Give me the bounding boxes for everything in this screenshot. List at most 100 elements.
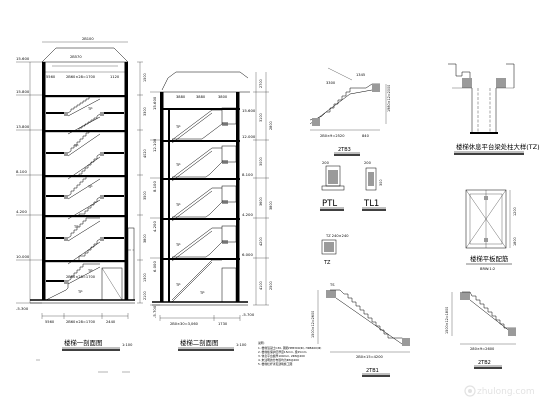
dim-label: 2B0×9=2520 [320,134,345,138]
elevation-label: 13.800 [16,124,30,129]
zhulong-logo-icon [464,385,476,397]
bottom-dim: 5560 [45,320,55,324]
elevation-label: -5.300 [16,306,29,311]
vertical-dim: 3500 [143,191,147,200]
detail-label: TL1 [363,199,379,209]
detail-title: 楼梯休息平台梁处柱大样(TZ) [456,142,540,151]
stair-label: TP [87,185,93,189]
top-dim: 2B570 [70,55,82,59]
dim-label: 1500×12=2600 [311,311,315,338]
dim-label: 300 [379,180,383,186]
stair-label: TP [175,163,181,167]
top-dim: 3880 [176,95,186,99]
dim-label: 1980×12=2000 [387,85,391,112]
vertical-dim: 3100 [259,113,263,122]
notes-line: 4. 未注明的分布筋均为Φ8@200 [258,358,299,362]
notes-line: 2. 楼梯板保护层厚度15mm, 梁25mm [258,350,307,354]
vertical-dim: 2800 [269,121,273,130]
elevation-label: 8.100 [152,181,157,192]
left-section: TP TP TP TP TP TP 2B100 2B570 5560 2B60×… [16,37,147,351]
vertical-dim: 3600 [259,197,263,206]
notes-line: 5. 楼梯栏杆详见建筑施工图 [258,362,293,366]
vertical-dim: 4200 [259,237,263,246]
top-dim: 3880 [196,95,206,99]
stair-label: TP [175,283,181,287]
watermark: zhulong.com [464,385,535,397]
drawing-scale: 1:100 [122,343,133,347]
notes-line: 1. 楼梯混凝土C30, 钢筋HPB300(Φ), HRB400(Φ) [258,346,321,350]
drawing-title: 楼梯一剖面图 [64,338,102,347]
vertical-dim: 3000 [259,157,263,166]
tb1-detail: TS 1500×12=2600 2B0×15=4200 2TB1 [311,283,411,377]
notes-title: 说明: [258,341,265,345]
elevation-label: 12.100 [152,138,157,152]
dim-label: 2B0×15=4200 [356,355,383,359]
mid-dim: 2B60×28=1700 [66,275,96,279]
elevation-label: 6.000 [242,252,253,257]
stair-label: TP [175,243,181,247]
elevation-label: 15.600 [242,108,256,113]
elevation-label: 4.200 [242,212,253,217]
elevation-label: 4.200 [152,221,157,232]
detail-title: 楼梯平板配筋 [470,254,509,263]
vertical-dim: 2100 [143,291,147,300]
stair-label: TP [87,107,93,111]
tl1-detail: 200 300 TL1 [362,161,386,211]
vertical-dim: 2700 [259,79,263,88]
detail-label: PTL [322,199,337,209]
notes-line: 3. 休息平台板厚100mm, 2Φ8@200 [258,354,305,358]
stair-label: TP [73,144,79,148]
elevation-label: 12.000 [242,134,256,139]
stair-label: TP [199,291,205,295]
dim-label: TS [329,283,335,287]
dim-label: 1200 [513,207,517,216]
vertical-dim: 4100 [259,281,263,290]
elevation-label: 4.200 [16,209,27,214]
drawing-title: 楼梯二剖面图 [180,338,218,347]
bottom-dim: 2440 [106,320,116,324]
vertical-dim: 1300 [143,273,147,282]
elevation-label: 8.100 [16,169,27,174]
watermark-text: zhulong.com [477,387,535,397]
stair-label: TP [77,290,83,294]
stair-label: TP [175,125,181,129]
slab-reinforcement-detail: 1200 1800 楼梯平板配筋 BRW:1:2 [465,189,517,271]
dim-label: 1345 [356,73,365,77]
tz-column-detail: 楼梯休息平台梁处柱大样(TZ) [448,63,540,155]
elevation-label: 15.600 [152,96,157,110]
top-dim: 1120 [110,75,120,79]
top-dim: 5560 [46,75,56,79]
top-dim: 2B100 [82,37,94,41]
bottom-dim: 2B0×30=3,060 [170,322,199,326]
top-dim: 3800 [218,95,228,99]
elevation-label: 8.100 [242,172,253,177]
tb2-detail: 1500×12=1800 280×9=2600 2TB2 [445,291,517,369]
dim-label: 280×9=2600 [470,347,495,351]
vertical-dim: 2500 [269,281,273,290]
middle-section: TP TP TP TP TP TP 3880 3880 3800 15.600 … [150,71,273,351]
vertical-dim: 3300 [143,107,147,116]
dim-label: 200 [364,161,372,165]
elevation-label: 6.000 [152,261,157,272]
elevation-label: 10.000 [16,254,30,259]
dim-label: 200 [322,161,330,165]
detail-label: 2TB3 [338,147,351,153]
dim-label: 1500×12=1800 [445,307,449,334]
tb3-detail: 1345 3300 2B0×9=2520 840 1980×12=2000 2T… [309,67,391,156]
dim-label: 1800 [513,237,517,246]
vertical-dim: 1500 [143,73,147,82]
stair-label: TP [73,225,79,229]
top-dim: 2B60×28=1700 [66,75,96,79]
elevation-label: -5.700 [242,312,255,317]
tz-detail: TZ 240×240 TZ [321,234,349,266]
vertical-dim: 3800 [143,234,147,243]
dim-label: 3300 [326,81,336,85]
dim-label: TZ 240×240 [325,234,349,238]
vertical-dim: 3800 [269,201,273,210]
detail-label: TZ [323,260,331,266]
elevation-label: 15.800 [16,89,30,94]
stair-label: TP [175,203,181,207]
elevation-label: 15.600 [16,56,30,61]
vertical-dim: 4020 [143,149,147,158]
